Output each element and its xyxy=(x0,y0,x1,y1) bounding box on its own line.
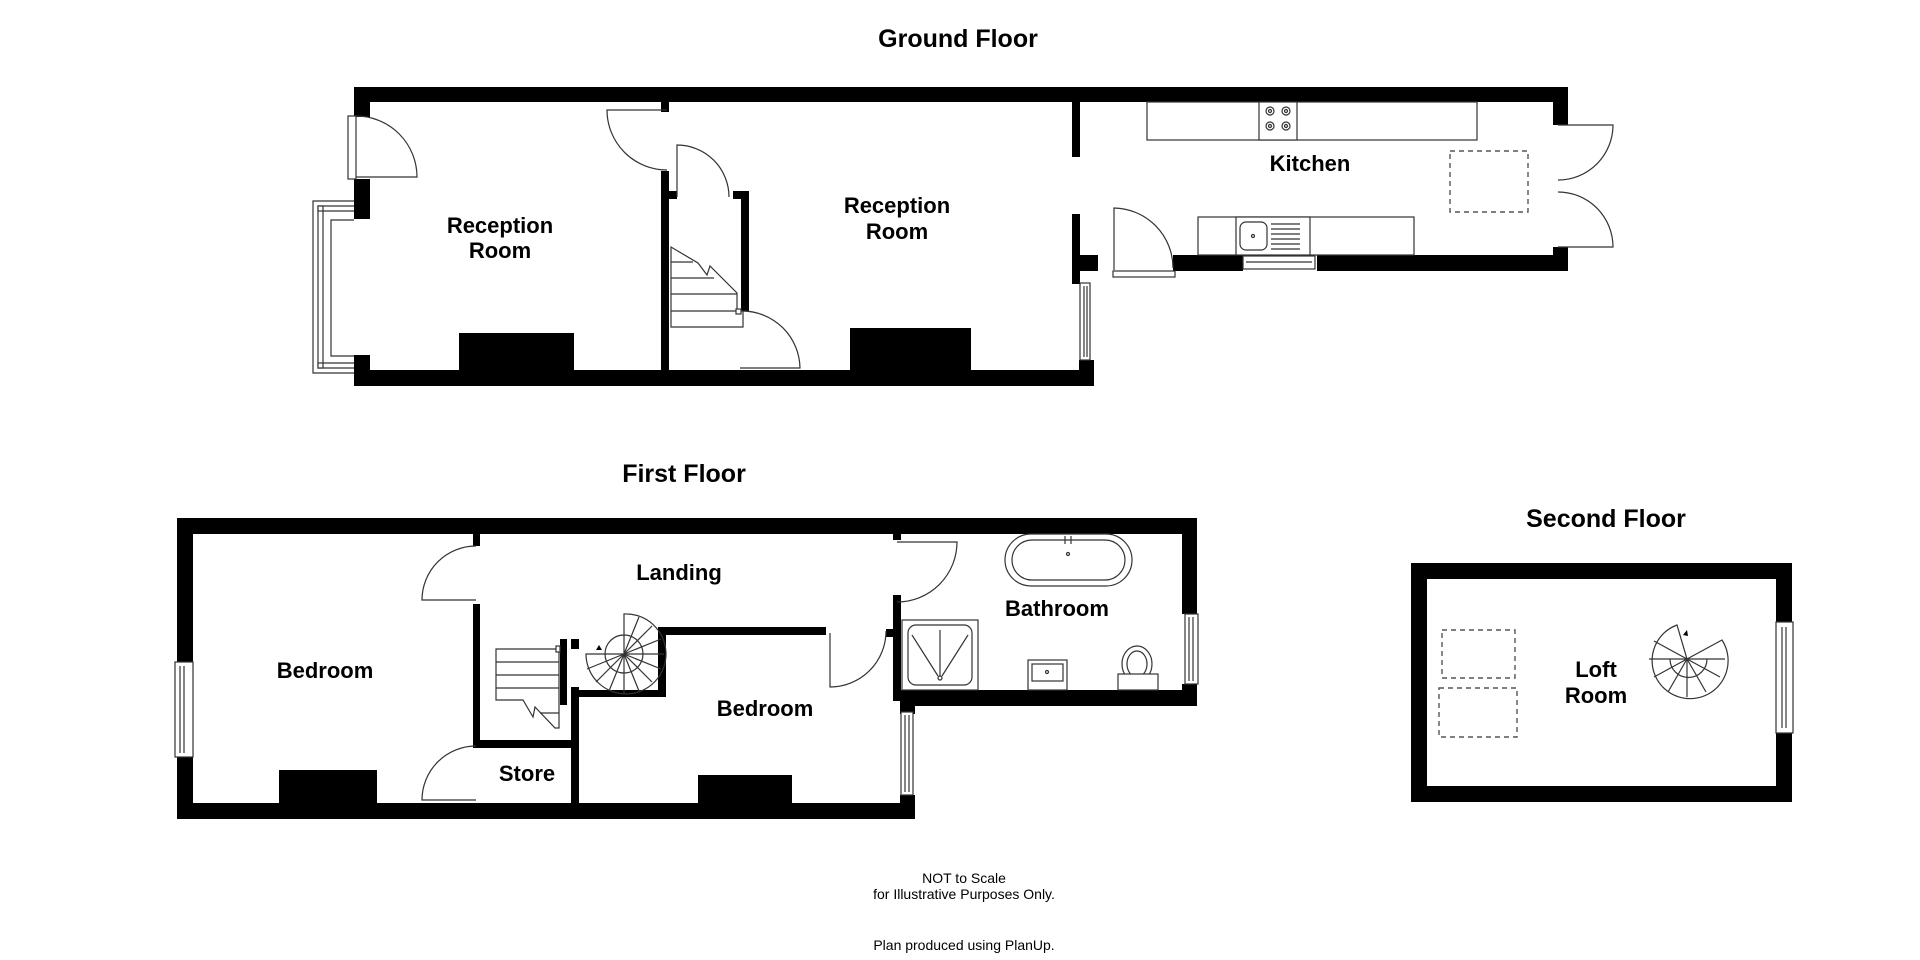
kitchen-worktop xyxy=(1146,101,1478,141)
fireplace-icon xyxy=(698,775,792,805)
window-icon xyxy=(1775,621,1794,734)
skylight-icon xyxy=(1449,150,1529,213)
door-swing-icon xyxy=(1557,124,1614,248)
spiral-staircase-icon xyxy=(585,613,667,695)
plan-credit: Plan produced using PlanUp. xyxy=(873,937,1054,953)
door-swing-icon xyxy=(421,545,477,601)
first-floor-walls xyxy=(177,518,1197,819)
door-swing-icon xyxy=(606,109,668,171)
second-floor-title: Second Floor xyxy=(1526,505,1686,533)
toilet-icon xyxy=(1117,645,1159,691)
disclaimer-not-to-scale: NOT to Scale xyxy=(922,870,1006,886)
door-swing-icon xyxy=(829,630,887,688)
fireplace-icon xyxy=(279,770,377,805)
first-floor-title: First Floor xyxy=(622,460,746,488)
room-label-loft-line2: Room xyxy=(1565,683,1627,708)
fireplace-icon xyxy=(459,333,574,373)
room-label-kitchen: Kitchen xyxy=(1270,151,1351,176)
fireplace-icon xyxy=(850,328,971,373)
disclaimer-footer: NOT to Scale for Illustrative Purposes O… xyxy=(873,870,1055,953)
ground-floor-title: Ground Floor xyxy=(878,25,1038,53)
kitchen-worktop xyxy=(1197,216,1415,270)
window-icon xyxy=(1079,282,1091,361)
room-label-reception-1: Reception xyxy=(447,213,553,238)
window-icon xyxy=(1184,613,1199,685)
second-floor: Second Floor Loft xyxy=(1411,505,1794,802)
room-label-loft: Loft xyxy=(1575,657,1617,682)
room-label-bathroom: Bathroom xyxy=(1005,596,1109,621)
ground-floor-walls xyxy=(354,87,1568,386)
skylight-icon xyxy=(1441,629,1516,679)
room-label-bedroom-1: Bedroom xyxy=(277,658,374,683)
room-label-reception-2: Reception xyxy=(844,193,950,218)
ground-floor: Ground Floor xyxy=(312,25,1614,386)
window-icon xyxy=(174,661,194,758)
room-label-reception-2-line2: Room xyxy=(866,219,928,244)
door-swing-icon xyxy=(676,144,730,198)
room-label-reception-1-line2: Room xyxy=(469,238,531,263)
shower-icon xyxy=(901,619,979,691)
hob-icon xyxy=(1258,101,1298,141)
basin-icon xyxy=(1027,659,1068,691)
staircase-icon xyxy=(670,245,744,328)
window-icon xyxy=(900,711,914,796)
door-swing-icon xyxy=(896,541,958,603)
door-swing-icon xyxy=(1112,207,1176,278)
second-floor-walls xyxy=(1411,563,1792,802)
door-swing-icon xyxy=(421,745,477,801)
bath-icon xyxy=(1004,533,1133,587)
disclaimer-illustrative: for Illustrative Purposes Only. xyxy=(873,886,1055,902)
skylight-icon xyxy=(1438,687,1518,738)
door-swing-icon xyxy=(347,115,418,180)
first-floor: First Floor xyxy=(174,460,1199,819)
room-label-landing: Landing xyxy=(636,560,722,585)
door-swing-icon xyxy=(740,310,801,369)
staircase-icon xyxy=(495,645,561,729)
room-label-bedroom-2: Bedroom xyxy=(717,696,814,721)
room-label-store: Store xyxy=(499,761,555,786)
spiral-staircase-icon xyxy=(1649,624,1729,700)
window-icon xyxy=(312,200,354,374)
